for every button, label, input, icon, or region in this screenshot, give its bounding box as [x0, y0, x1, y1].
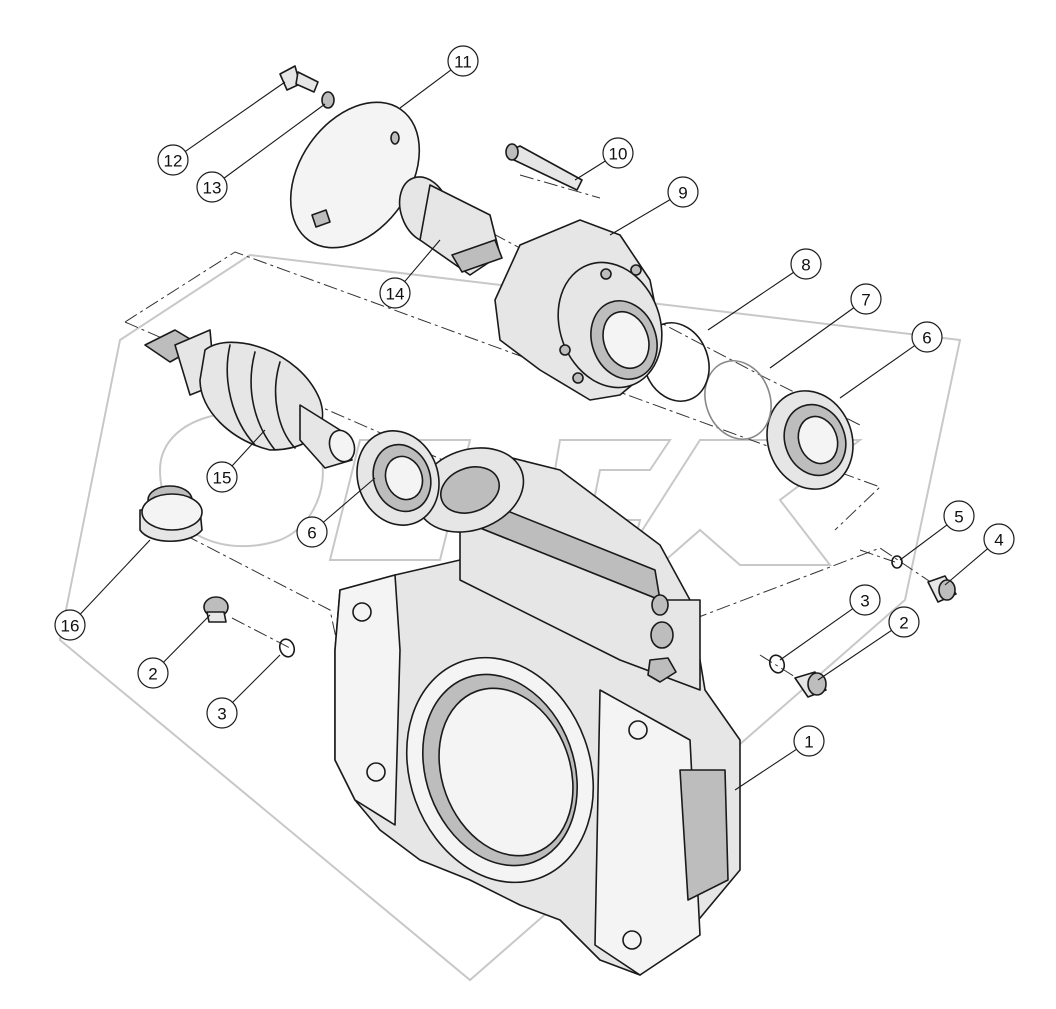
- callout-circle-c12: [157, 144, 189, 176]
- callout-number-c15: 15: [213, 469, 232, 488]
- part-13-washer: [321, 91, 335, 109]
- part-5-washer: [891, 555, 903, 569]
- callout-c4: 4: [944, 523, 1015, 586]
- callout-c6b: 6: [839, 321, 943, 399]
- callout-circle-c15: [206, 461, 238, 493]
- callout-circle-c16: [54, 609, 86, 641]
- callout-number-c12: 12: [164, 152, 183, 171]
- callout-circle-c4: [983, 523, 1015, 555]
- callout-circle-c6a: [296, 516, 328, 548]
- callout-circle-c13: [196, 171, 228, 203]
- leader-line-c10: [574, 160, 606, 181]
- callout-c16: 16: [54, 539, 151, 641]
- callout-c3a: 3: [206, 654, 281, 729]
- part-12-bolt: [279, 65, 319, 93]
- part-6-bearing-right: [766, 390, 854, 490]
- part-2-plug-left: [203, 596, 229, 623]
- callout-circle-c2b: [888, 606, 920, 638]
- part-15-worm-shaft: [144, 329, 356, 469]
- callout-circle-c1: [793, 725, 825, 757]
- callout-c15: 15: [206, 429, 266, 493]
- callout-number-c1: 1: [804, 733, 813, 752]
- part-7-ring: [704, 360, 772, 440]
- callout-circle-c2a: [137, 657, 169, 689]
- callout-number-c3a: 3: [217, 705, 226, 724]
- callout-number-c6b: 6: [922, 329, 931, 348]
- callout-circle-c5: [943, 500, 975, 532]
- callout-number-c6a: 6: [307, 524, 316, 543]
- callout-c8: 8: [707, 248, 822, 331]
- callout-number-c8: 8: [801, 256, 810, 275]
- leader-line-c3b: [779, 608, 854, 661]
- callout-c14: 14: [379, 239, 441, 309]
- leader-line-c14: [404, 239, 441, 282]
- leader-line-c5: [899, 524, 948, 561]
- callout-c9: 9: [609, 176, 699, 236]
- callout-number-c16: 16: [61, 617, 80, 636]
- callout-number-c13: 13: [203, 179, 222, 198]
- leader-line-c1: [734, 748, 797, 791]
- callout-circle-c6b: [911, 321, 943, 353]
- callout-c13: 13: [196, 103, 326, 203]
- callout-c5: 5: [899, 500, 975, 561]
- callout-circle-c8: [790, 248, 822, 280]
- callout-number-c2a: 2: [148, 665, 157, 684]
- leader-line-c7: [769, 307, 855, 369]
- callout-c2b: 2: [817, 606, 920, 681]
- part-16-cap: [139, 485, 203, 542]
- leader-line-c11: [399, 69, 452, 109]
- part-3-oring-left: [278, 638, 296, 658]
- callout-number-c10: 10: [609, 145, 628, 164]
- callout-c1: 1: [734, 725, 825, 791]
- callout-circle-c11: [447, 45, 479, 77]
- callout-number-c11: 11: [454, 53, 472, 72]
- leader-line-c12: [184, 81, 286, 152]
- callout-circle-c14: [379, 277, 411, 309]
- leader-line-c6b: [839, 345, 916, 399]
- callout-number-c3b: 3: [860, 592, 869, 611]
- callout-number-c14: 14: [386, 285, 405, 304]
- part-9-bearing-housing: [494, 219, 663, 401]
- callout-c10: 10: [574, 137, 634, 181]
- leader-line-c3a: [232, 654, 281, 703]
- callout-number-c4: 4: [994, 531, 1003, 550]
- leader-line-c6a: [323, 477, 376, 523]
- part-2-plug-right: [794, 671, 827, 698]
- callout-circle-c3b: [849, 584, 881, 616]
- callout-c6a: 6: [296, 477, 376, 548]
- callout-number-c2b: 2: [899, 614, 908, 633]
- part-10-pin: [505, 143, 583, 191]
- callout-circle-c7: [850, 283, 882, 315]
- callout-c11: 11: [399, 45, 479, 109]
- part-14-shaft: [398, 176, 503, 276]
- callout-c3b: 3: [779, 584, 881, 661]
- leader-line-c16: [79, 539, 151, 615]
- part-3-oring-right: [768, 654, 786, 674]
- callout-circle-c3a: [206, 697, 238, 729]
- callout-c7: 7: [769, 283, 882, 369]
- part-4-bolt: [927, 575, 957, 603]
- part-6-bearing-left: [356, 430, 440, 526]
- callout-c12: 12: [157, 81, 286, 176]
- callout-number-c7: 7: [861, 291, 870, 310]
- part-1-housing: [334, 447, 741, 976]
- callout-number-c5: 5: [954, 508, 963, 527]
- callout-circle-c9: [667, 176, 699, 208]
- callout-circle-c10: [602, 137, 634, 169]
- leader-line-c13: [223, 103, 326, 179]
- leader-line-c15: [231, 429, 266, 467]
- leader-line-c9: [609, 199, 671, 236]
- leader-line-c2a: [163, 614, 211, 663]
- callout-c2a: 2: [137, 614, 211, 689]
- leader-line-c8: [707, 271, 794, 331]
- part-11-cover-plate: [289, 101, 421, 249]
- leader-line-c4: [944, 548, 988, 586]
- leader-line-c2b: [817, 629, 892, 681]
- callout-number-c9: 9: [678, 184, 687, 203]
